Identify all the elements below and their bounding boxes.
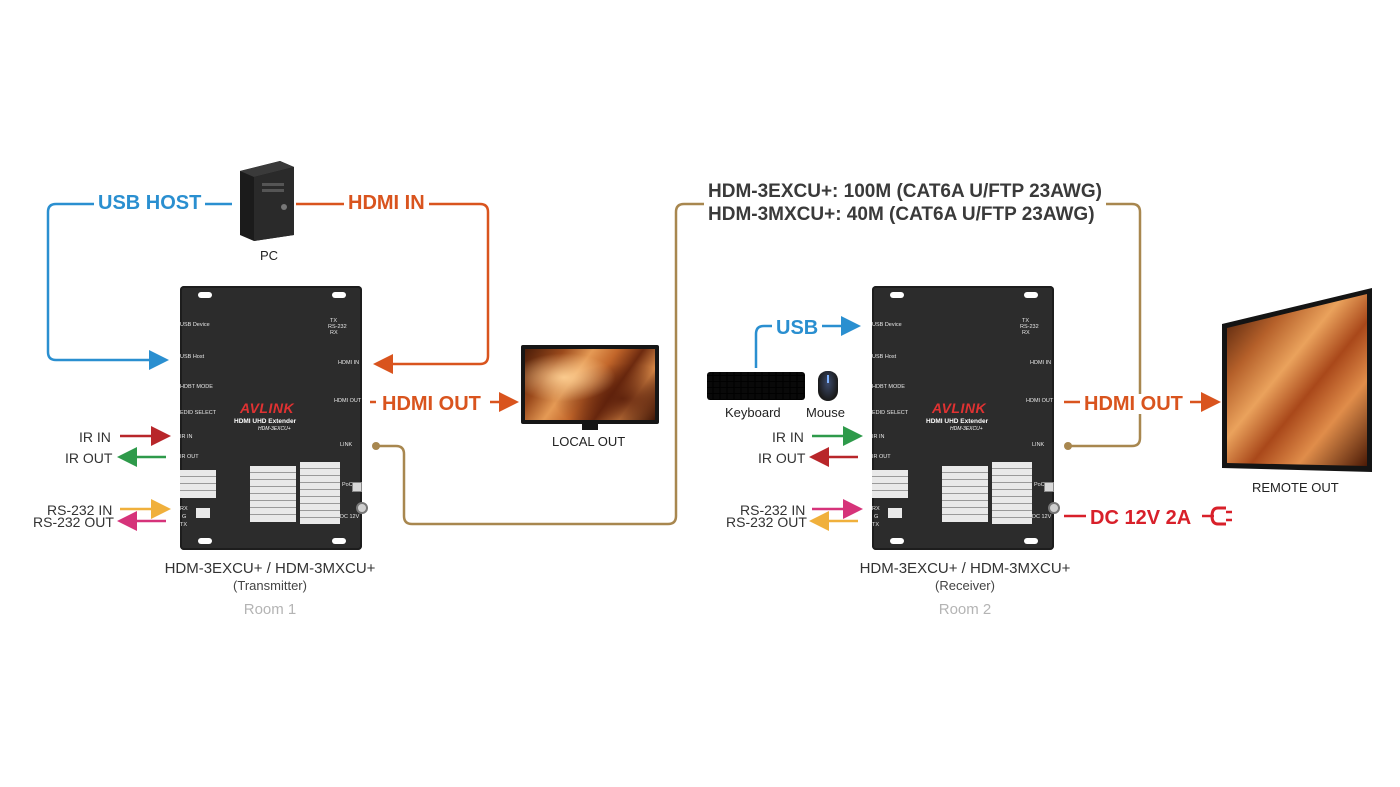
mouse-icon [818,371,838,401]
hdmi-out-port-label: HDMI OUT [1026,398,1054,404]
rx-ir-out-label: IR OUT [758,450,806,466]
dc12v-label: DC 12V [340,514,360,520]
device-model-label: HDMI UHD Extender [234,418,297,425]
rx-caption: HDM-3EXCU+ / HDM-3MXCU+ [859,560,1071,577]
hdbt-mode-label: HDBT MODE [180,384,213,390]
hdmi-in-port-label: HDMI IN [338,360,360,366]
rs232-rx-label: RX [330,330,338,336]
tx-caption: HDM-3EXCU+ / HDM-3MXCU+ [164,560,376,577]
spec-table-1 [872,470,908,498]
poc-label: PoC [1034,482,1045,488]
tx-ir-in-label: IR IN [79,429,111,445]
keyboard-icon [707,372,805,400]
remote-tv [1222,288,1372,472]
spec-table-1 [180,470,216,498]
hdmi-out-label: HDMI OUT [378,394,485,414]
link-port-label: LINK [1032,442,1045,448]
ir-out-port-label: IR OUT [872,454,891,460]
usb-device-port-label: USB Device [872,322,902,328]
rx-usb-line [754,324,774,368]
poc-label: PoC [342,482,353,488]
hdbt-cable-line-2 [1068,202,1142,448]
cable-spec-line-2: HDM-3MXCU+: 40M (CAT6A U/FTP 23AWG) [708,204,1095,225]
spec-table-2 [942,466,988,522]
remote-out-label: REMOTE OUT [1252,480,1339,495]
local-monitor [521,345,659,424]
receiver-device: USB Device USB Host HDBT MODE EDID SELEC… [872,286,1060,550]
dc12v-label: DC 12V [1032,514,1052,520]
usb-device-port-label: USB Device [180,322,210,328]
rs232-terminal [888,508,902,518]
ir-in-port-label: IR IN [180,434,193,440]
hdbt-cable-line [376,202,704,526]
spec-table-3 [992,462,1032,524]
device-model-code: HDM-3EXCU+ [258,426,291,432]
hdmi-in-port-label: HDMI IN [1030,360,1052,366]
tx-rs232-out-label: RS-232 OUT [33,514,114,530]
dc-label: DC 12V 2A [1086,508,1196,528]
hdmi-in-label: HDMI IN [344,193,429,213]
tx-room: Room 1 [243,601,297,618]
tx-rs232-in-label: RS-232 IN [47,502,113,518]
rs232-rx-label: RX [1022,330,1030,336]
rx-pin-label: RX [180,506,188,512]
ir-out-port-label: IR OUT [180,454,199,460]
tx-pin-label: TX [872,522,880,528]
rx-room: Room 2 [938,601,992,618]
device-model-code: HDM-3EXCU+ [950,426,983,432]
tx-pin-label: TX [180,522,188,528]
edid-select-label: EDID SELECT [872,410,909,416]
local-monitor-stand [582,424,598,430]
edid-select-label: EDID SELECT [180,410,217,416]
mouse-label: Mouse [806,405,846,420]
spec-table-3 [300,462,340,524]
rx-ir-in-label: IR IN [772,429,804,445]
rx-rs232-in-label: RS-232 IN [740,502,806,518]
usb-host-port-label: USB Host [180,354,205,360]
usb-host-line [46,202,232,370]
rx-role: (Receiver) [935,578,995,593]
device-model-label: HDMI UHD Extender [926,418,989,425]
rs232-label: RS-232 [1020,324,1039,330]
link-port-label: LINK [340,442,353,448]
usb-host-label: USB HOST [94,193,206,213]
poc-port [352,482,362,492]
g-pin-label: G [182,514,187,520]
transmitter-device: USB Device USB Host HDBT MODE EDID SELEC… [180,286,368,550]
rx-usb-label: USB [772,318,823,338]
dc-jack [1048,502,1060,514]
hdbt-mode-label: HDBT MODE [872,384,905,390]
pc-label: PC [260,248,279,263]
remote-tv-screen [1227,294,1367,466]
rx-rs232-out-label: RS-232 OUT [726,514,807,530]
poc-port [1044,482,1054,492]
g-pin-label: G [874,514,879,520]
local-out-label: LOCAL OUT [552,434,626,449]
usb-host-port-label: USB Host [872,354,897,360]
avlink-logo: AVLINK [240,400,295,416]
tx-role: (Transmitter) [233,578,307,593]
rs232-terminal [196,508,210,518]
pc-tower-icon [240,161,294,241]
rx-hdmi-out-label: HDMI OUT [1080,394,1187,414]
ir-in-port-label: IR IN [872,434,885,440]
rx-pin-label: RX [872,506,880,512]
rs232-label: RS-232 [328,324,347,330]
rs232-tx-label: TX [330,318,338,324]
avlink-logo: AVLINK [932,400,987,416]
power-plug-icon [1202,506,1232,526]
spec-table-2 [250,466,296,522]
tx-ir-out-label: IR OUT [65,450,113,466]
local-monitor-screen [525,349,655,420]
hdmi-in-line [296,202,490,374]
rs232-tx-label: TX [1022,318,1030,324]
keyboard-label: Keyboard [725,405,781,420]
hdmi-out-port-label: HDMI OUT [334,398,362,404]
dc-jack [356,502,368,514]
cable-spec-line-1: HDM-3EXCU+: 100M (CAT6A U/FTP 23AWG) [708,181,1102,202]
